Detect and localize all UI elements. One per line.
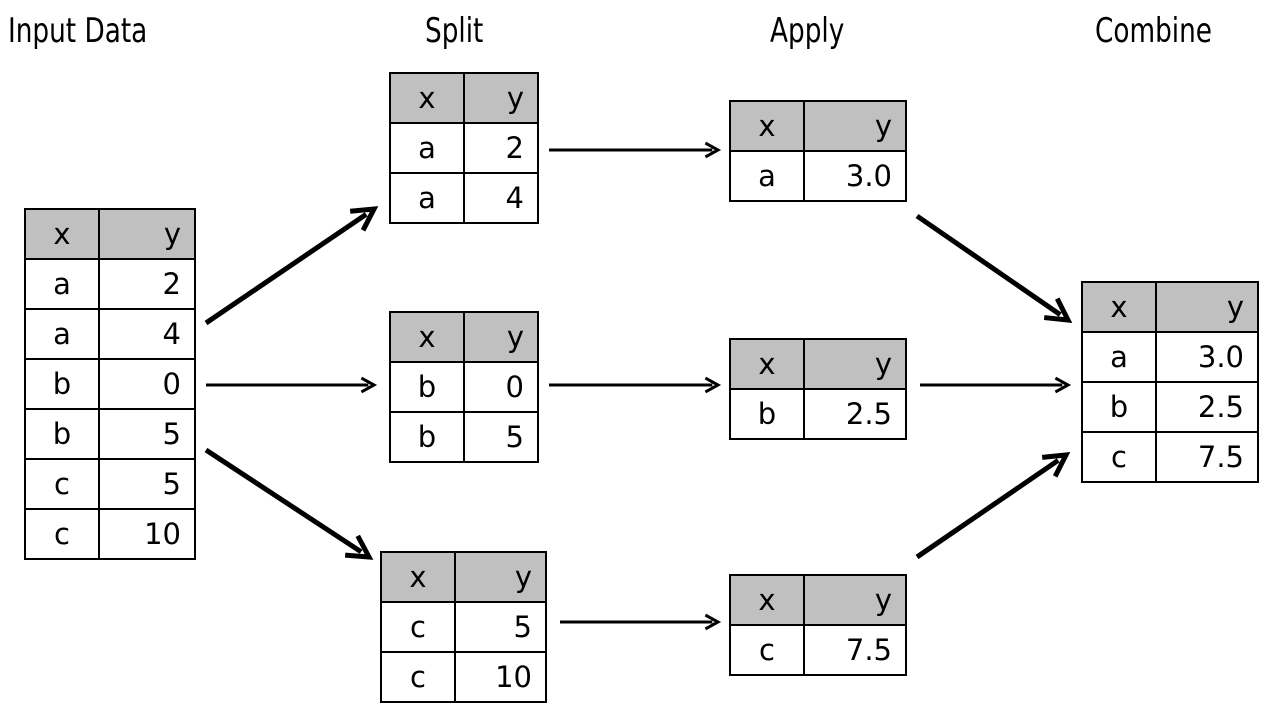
cell-x: a: [729, 150, 805, 202]
cell-x: b: [24, 408, 100, 460]
arrow-input-to-split-b: [206, 376, 378, 394]
column-header-x: x: [1081, 281, 1157, 333]
cell-x: b: [729, 388, 805, 440]
column-header-y: y: [803, 574, 907, 626]
column-header-y: y: [803, 338, 907, 390]
arrow-split-b-to-apply-b: [549, 376, 722, 394]
cell-y: 5: [98, 458, 196, 510]
cell-x: b: [1081, 381, 1157, 433]
cell-y: 7.5: [803, 624, 907, 676]
cell-y: 2.5: [803, 388, 907, 440]
cell-y: 5: [454, 601, 547, 653]
stage-title-combine: Combine: [1095, 11, 1212, 51]
cell-y: 10: [98, 508, 196, 560]
cell-y: 4: [98, 308, 196, 360]
cell-x: a: [24, 258, 100, 310]
stage-title-split: Split: [425, 11, 484, 51]
cell-x: b: [24, 358, 100, 410]
arrow-apply-b-to-combine: [920, 376, 1072, 394]
column-header-y: y: [98, 208, 196, 260]
column-header-y: y: [1155, 281, 1259, 333]
cell-x: c: [380, 601, 456, 653]
cell-x: c: [380, 651, 456, 703]
cell-y: 3.0: [803, 150, 907, 202]
arrow-input-to-split-a: [204, 206, 379, 326]
arrow-input-to-split-c: [204, 447, 374, 560]
cell-y: 5: [98, 408, 196, 460]
cell-y: 2: [463, 122, 539, 174]
cell-y: 3.0: [1155, 331, 1259, 383]
cell-x: c: [24, 458, 100, 510]
cell-y: 7.5: [1155, 431, 1259, 483]
cell-y: 4: [463, 172, 539, 224]
cell-x: c: [729, 624, 805, 676]
cell-y: 0: [98, 358, 196, 410]
column-header-x: x: [380, 551, 456, 603]
column-header-y: y: [463, 311, 539, 363]
cell-x: b: [389, 411, 465, 463]
arrow-apply-c-to-combine: [915, 452, 1071, 560]
column-header-y: y: [454, 551, 547, 603]
cell-y: 5: [463, 411, 539, 463]
column-header-x: x: [729, 574, 805, 626]
cell-y: 10: [454, 651, 547, 703]
arrow-split-a-to-apply-a: [549, 141, 722, 159]
cell-x: b: [389, 361, 465, 413]
column-header-y: y: [463, 72, 539, 124]
arrow-apply-a-to-combine: [915, 213, 1073, 323]
stage-title-input-data: Input Data: [8, 11, 148, 51]
stage-title-apply: Apply: [770, 11, 845, 51]
cell-y: 0: [463, 361, 539, 413]
cell-x: a: [389, 122, 465, 174]
column-header-x: x: [24, 208, 100, 260]
cell-y: 2: [98, 258, 196, 310]
cell-x: c: [24, 508, 100, 560]
column-header-x: x: [389, 311, 465, 363]
column-header-y: y: [803, 100, 907, 152]
column-header-x: x: [729, 100, 805, 152]
cell-x: c: [1081, 431, 1157, 483]
arrow-split-c-to-apply-c: [560, 613, 722, 631]
cell-x: a: [24, 308, 100, 360]
column-header-x: x: [729, 338, 805, 390]
cell-y: 2.5: [1155, 381, 1259, 433]
column-header-x: x: [389, 72, 465, 124]
cell-x: a: [1081, 331, 1157, 383]
cell-x: a: [389, 172, 465, 224]
